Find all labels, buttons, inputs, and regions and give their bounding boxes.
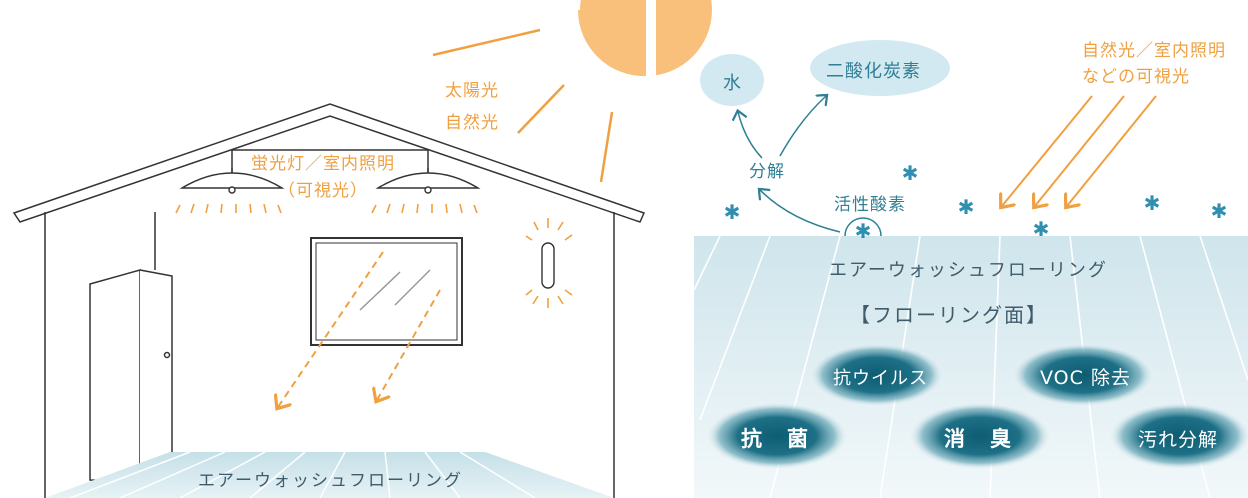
window — [310, 237, 463, 346]
active-oxygen-label: 活性酸素 — [834, 195, 906, 215]
svg-text:✱: ✱ — [1033, 217, 1050, 241]
active-oxygen-icon — [844, 217, 882, 237]
door — [89, 269, 173, 483]
lamp-light-rays — [175, 203, 478, 214]
svg-text:✱: ✱ — [902, 161, 919, 185]
floor-label-right: エアーウォッシュフローリング — [829, 260, 1108, 281]
svg-text:✱: ✱ — [855, 219, 872, 243]
svg-text:✱: ✱ — [1144, 191, 1161, 215]
lamp-label-line2: （可視光） — [278, 181, 368, 201]
svg-text:✱: ✱ — [724, 200, 741, 224]
stain-bubble — [1108, 402, 1248, 470]
sunlight-label: 太陽光 — [445, 81, 499, 101]
visible-light-label-line1: 自然光／室内照明 — [1082, 41, 1226, 61]
sparkle-icons: ✱ ✱ ✱ ✱ ✱ ✱ ✱ — [724, 161, 1228, 243]
deodorize-label: 消 臭 — [944, 427, 1013, 451]
wall-light — [541, 242, 555, 289]
water-bubble — [700, 54, 764, 106]
svg-text:✱: ✱ — [958, 195, 975, 219]
voc-label: VOC 除去 — [1040, 367, 1131, 389]
sun-icon — [578, 0, 712, 77]
decompose-arrows — [738, 96, 841, 233]
deodorize-bubble — [908, 402, 1052, 470]
antibacterial-label: 抗 菌 — [741, 427, 810, 451]
water-label: 水 — [723, 73, 742, 94]
antivirus-label: 抗ウイルス — [833, 368, 928, 389]
visible-light-arrows — [1002, 95, 1157, 206]
ceiling-lamp-left — [179, 168, 285, 194]
voc-bubble — [1011, 343, 1155, 407]
decompose-label: 分解 — [749, 162, 785, 182]
sun-rays — [432, 28, 614, 183]
visible-light-label-line2: などの可視光 — [1082, 67, 1190, 87]
antibacterial-bubble — [705, 402, 849, 470]
floor-label-left: エアーウォッシュフローリング — [198, 471, 463, 491]
co2-bubble — [810, 40, 950, 96]
house-outline — [12, 103, 646, 498]
natural-light-label: 自然光 — [445, 113, 499, 133]
floor-left — [45, 451, 614, 498]
light-beams-window — [278, 251, 441, 407]
lamp-label-line1: 蛍光灯／室内照明 — [251, 154, 395, 174]
wall-light-rays — [525, 218, 573, 308]
floor-surface-label: 【フローリング面】 — [850, 303, 1048, 327]
ceiling-lamp-right — [375, 168, 481, 194]
svg-text:✱: ✱ — [1211, 199, 1228, 223]
antivirus-bubble — [809, 343, 945, 407]
co2-label: 二酸化炭素 — [826, 61, 921, 82]
stain-label: 汚れ分解 — [1138, 429, 1219, 451]
